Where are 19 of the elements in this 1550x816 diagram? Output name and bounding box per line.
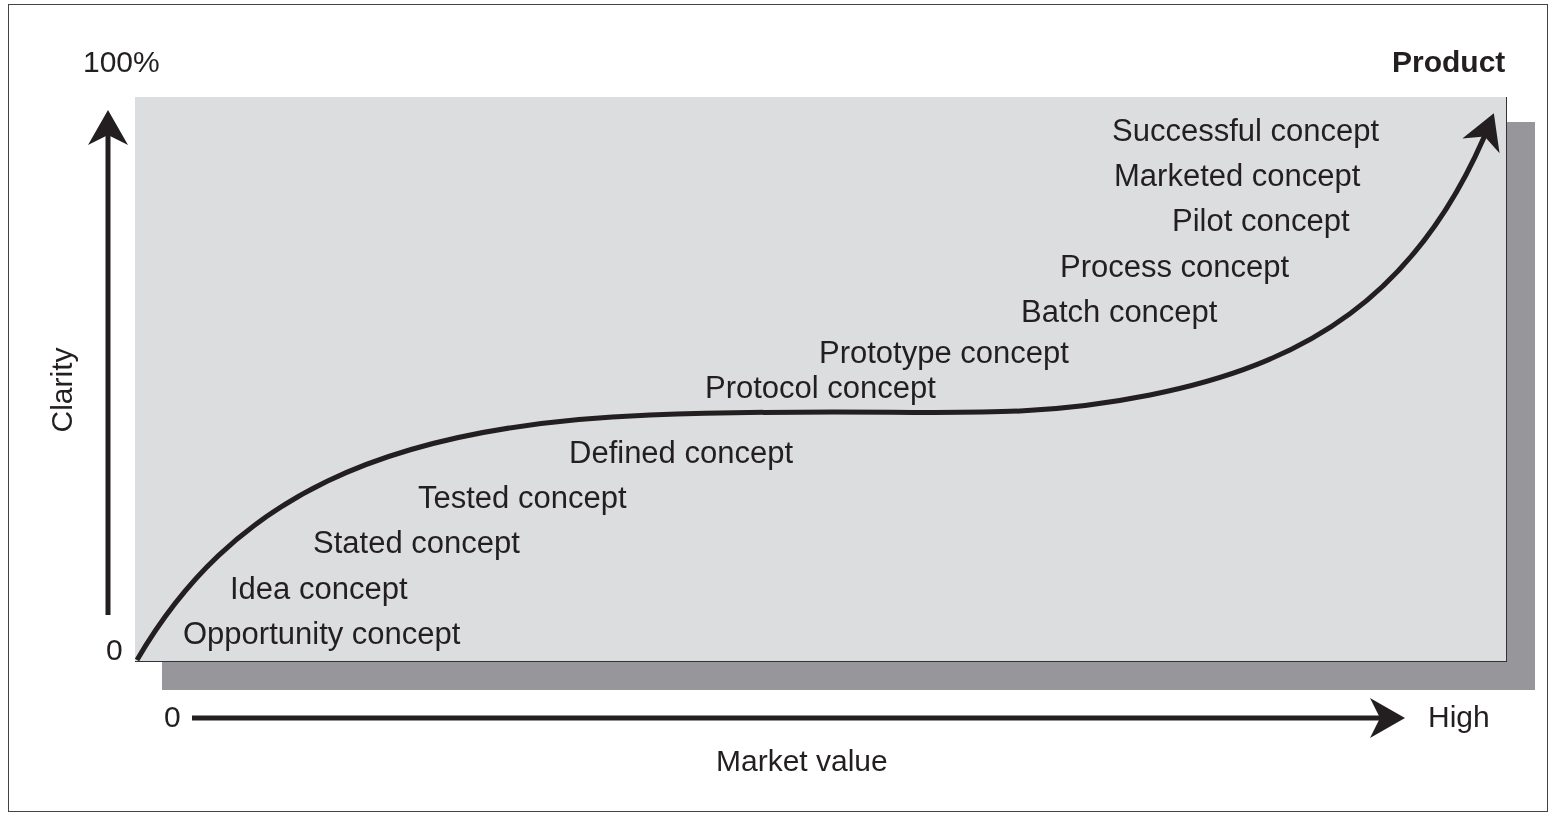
stage-label: Defined concept — [569, 437, 794, 468]
axis-label: 0 — [164, 702, 181, 732]
stage-label: Prototype concept — [819, 337, 1069, 368]
stage-label: Tested concept — [418, 482, 627, 513]
axis-label: 0 — [106, 635, 123, 665]
stage-label: Process concept — [1060, 251, 1290, 282]
stage-label: Batch concept — [1021, 296, 1218, 327]
stage-label: Marketed concept — [1114, 160, 1361, 191]
end-label: Product — [1392, 47, 1506, 77]
stage-label: Protocol concept — [705, 372, 936, 403]
stage-label: Idea concept — [230, 573, 408, 604]
axis-title: Clarity — [47, 346, 77, 434]
axis-label: Market value — [716, 746, 888, 776]
stage-label: Stated concept — [313, 527, 520, 558]
axis-label: 100% — [83, 47, 160, 77]
stage-label: Successful concept — [1112, 115, 1380, 146]
stage-label: Pilot concept — [1172, 205, 1350, 236]
stage-label: Opportunity concept — [183, 618, 461, 649]
axis-label: High — [1428, 702, 1490, 732]
